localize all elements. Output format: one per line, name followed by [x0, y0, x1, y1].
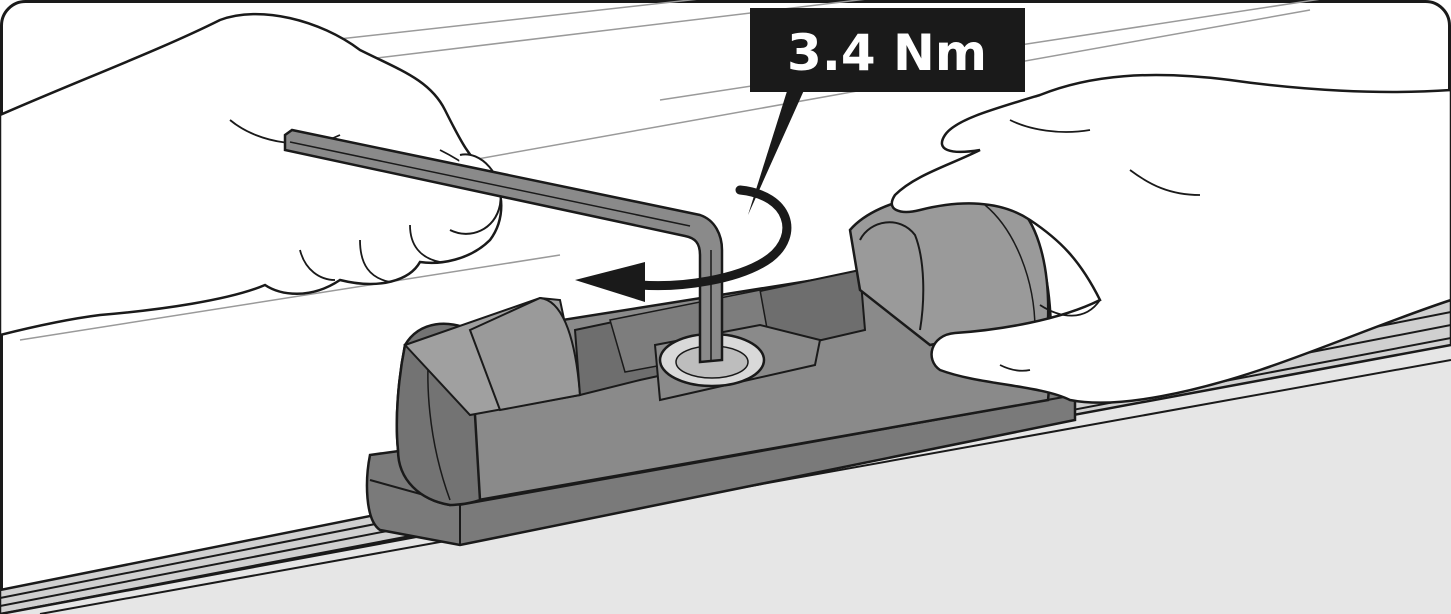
right-hand [890, 73, 1451, 404]
rotation-arrow-icon [575, 185, 792, 302]
callout-pointer [748, 88, 805, 215]
torque-value: 3.4 Nm [787, 24, 987, 82]
torque-label: 3.4 Nm [750, 8, 1025, 92]
hex-key-icon [283, 128, 724, 364]
torque-label-background [750, 8, 1025, 92]
background-surface-lines [19, 0, 1320, 341]
